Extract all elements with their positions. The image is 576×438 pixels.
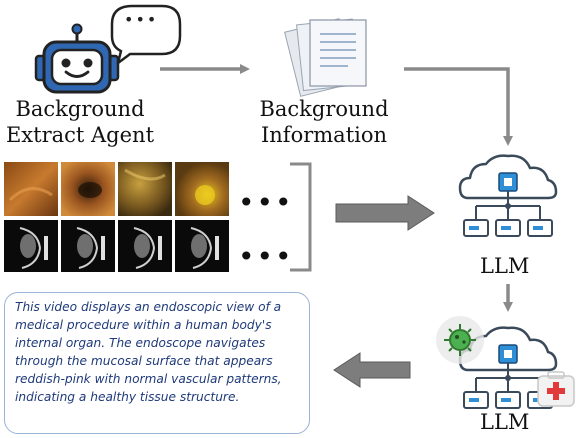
llm-top-label: LLM — [480, 254, 530, 278]
agent-label: Background Extract Agent — [0, 96, 160, 148]
mri-frames — [4, 220, 229, 272]
virus-icon — [436, 316, 484, 364]
speech-bubble-icon — [110, 4, 182, 65]
medical-kit-icon — [537, 371, 575, 407]
description-box: This video displays an endoscopic view o… — [4, 292, 310, 434]
ellipsis-top: ••• — [238, 186, 294, 219]
agent-label-line1: Background — [15, 97, 145, 121]
arrow-frames-to-llm — [335, 195, 435, 231]
frames-bracket — [290, 162, 312, 272]
documents-icon — [284, 18, 367, 97]
info-label-line2: Information — [260, 123, 388, 147]
endoscopy-frames — [4, 162, 229, 216]
arrow-llm-to-description — [333, 352, 411, 388]
info-label-line1: Background — [259, 97, 389, 121]
cloud-llm-icon-top — [458, 154, 558, 237]
server-boxes — [463, 219, 553, 237]
ellipsis-bottom: ••• — [238, 240, 294, 273]
description-text: This video displays an endoscopic view o… — [15, 300, 282, 404]
llm-bottom-label: LLM — [480, 410, 530, 434]
arrow-info-to-llm — [404, 67, 513, 146]
speech-bubble-dots: ••• — [124, 10, 159, 29]
info-label: Background Information — [244, 96, 404, 148]
robot-icon — [34, 23, 120, 94]
agent-label-line2: Extract Agent — [5, 123, 155, 147]
